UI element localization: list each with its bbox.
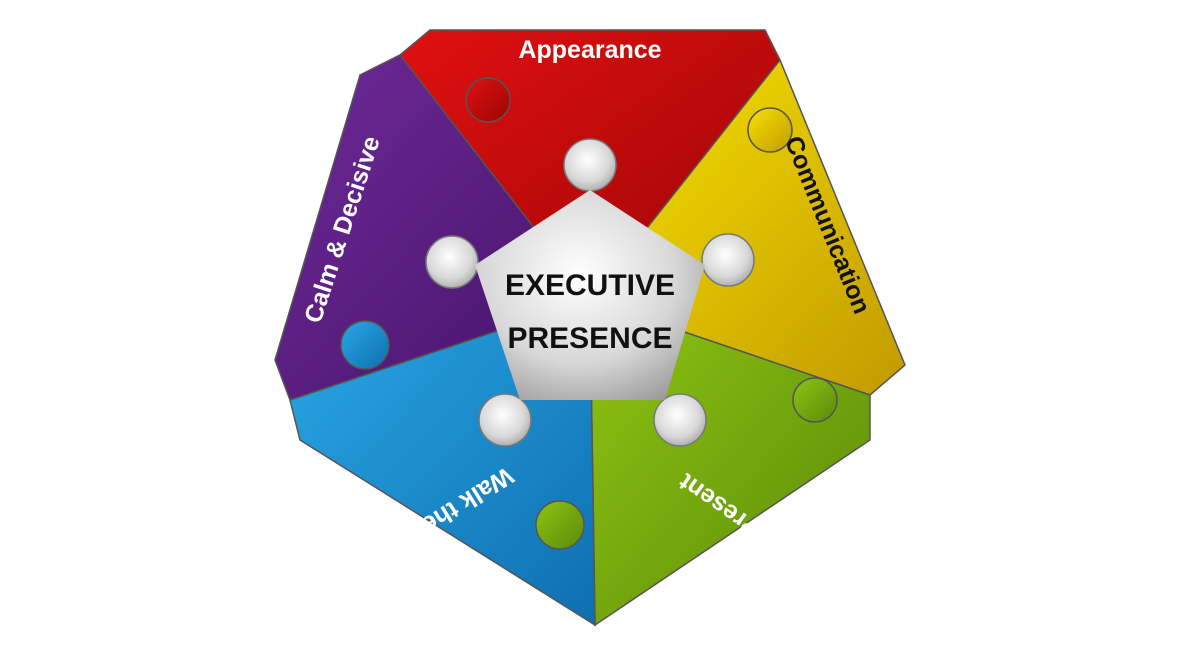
center-piece — [425, 138, 755, 447]
knob-calm-decisive — [340, 320, 390, 370]
knob-be-present — [792, 377, 838, 423]
knob-appearance — [465, 77, 511, 123]
center-title-line1: EXECUTIVE — [505, 269, 675, 302]
center-title-line2: PRESENCE — [507, 322, 672, 355]
label-appearance: Appearance — [518, 36, 661, 64]
knob-walk-the-talk — [535, 500, 585, 550]
knob-communication — [747, 107, 793, 153]
